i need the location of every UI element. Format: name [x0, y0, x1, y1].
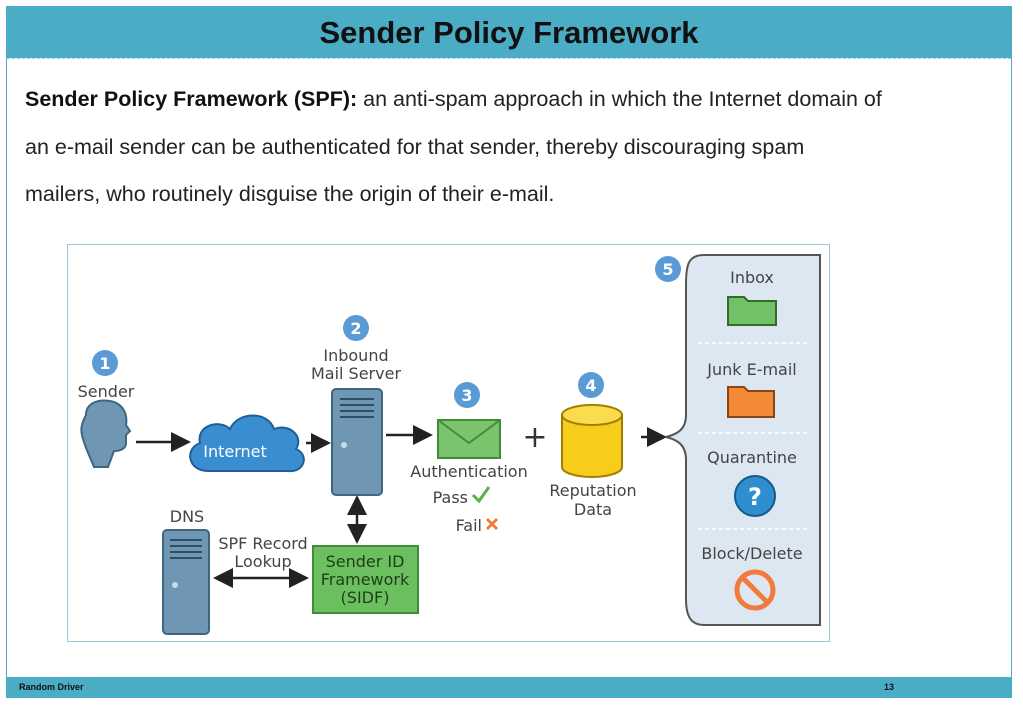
junk-label: Junk E-mail: [706, 360, 797, 379]
dns-server-icon: [162, 529, 210, 635]
definition-term: Sender Policy Framework (SPF):: [25, 87, 358, 111]
inbound-label-line2: Mail Server: [311, 364, 401, 383]
svg-text:?: ?: [748, 483, 762, 511]
inbound-label-line1: Inbound: [323, 346, 388, 365]
question-icon: ?: [734, 475, 776, 517]
internet-label: Internet: [203, 442, 267, 461]
dns-label: DNS: [170, 507, 204, 526]
block-label: Block/Delete: [701, 544, 802, 563]
svg-text:1: 1: [99, 354, 110, 373]
title-divider: [7, 58, 1011, 59]
svg-text:4: 4: [585, 376, 596, 395]
cross-icon: [485, 517, 499, 531]
spf-diagram: 1 Sender Internet 2 Inbound Mail Server: [67, 244, 830, 642]
step-5-badge: 5: [655, 256, 681, 282]
reputation-label-line2: Data: [574, 500, 612, 519]
footer-bar: Random Driver 13: [7, 677, 1011, 698]
inbox-label: Inbox: [730, 268, 774, 287]
quarantine-label: Quarantine: [707, 448, 797, 467]
outcomes-panel: [665, 254, 821, 626]
definition-text: an anti-spam approach in which the Inter…: [25, 87, 882, 206]
envelope-icon: [437, 419, 501, 459]
step-4-badge: 4: [578, 372, 604, 398]
plus-sign: +: [522, 420, 547, 455]
slide-title: Sender Policy Framework: [319, 14, 699, 50]
sidf-label-line3: (SIDF): [341, 588, 390, 607]
definition-paragraph: Sender Policy Framework (SPF): an anti-s…: [25, 76, 885, 219]
footer-text: Random Driver: [19, 682, 84, 692]
sidf-label-line2: Framework: [321, 570, 410, 589]
svg-text:3: 3: [461, 386, 472, 405]
sidf-box: [312, 545, 419, 614]
inbound-server-icon: [331, 388, 383, 496]
spf-lookup-line1: SPF Record: [218, 534, 307, 553]
step-3-badge: 3: [454, 382, 480, 408]
inbox-folder-icon: [727, 296, 777, 326]
svg-text:5: 5: [662, 260, 673, 279]
authentication-label: Authentication: [410, 462, 527, 481]
step-2-badge: 2: [343, 315, 369, 341]
internet-cloud-icon: [189, 414, 305, 473]
title-bar: Sender Policy Framework: [7, 7, 1011, 58]
sender-label: Sender: [78, 382, 135, 401]
check-icon: [471, 486, 491, 504]
fail-label: Fail: [456, 516, 482, 535]
step-1-badge: 1: [92, 350, 118, 376]
svg-text:2: 2: [350, 319, 361, 338]
sender-head-icon: [80, 399, 132, 468]
reputation-label-line1: Reputation: [549, 481, 636, 500]
database-icon: [561, 404, 623, 478]
spf-lookup-line2: Lookup: [234, 552, 291, 571]
sidf-label-line1: Sender ID: [326, 552, 405, 571]
pass-label: Pass: [433, 488, 468, 507]
page-number: 13: [884, 682, 895, 692]
block-icon: [734, 569, 776, 611]
junk-folder-icon: [727, 386, 775, 418]
